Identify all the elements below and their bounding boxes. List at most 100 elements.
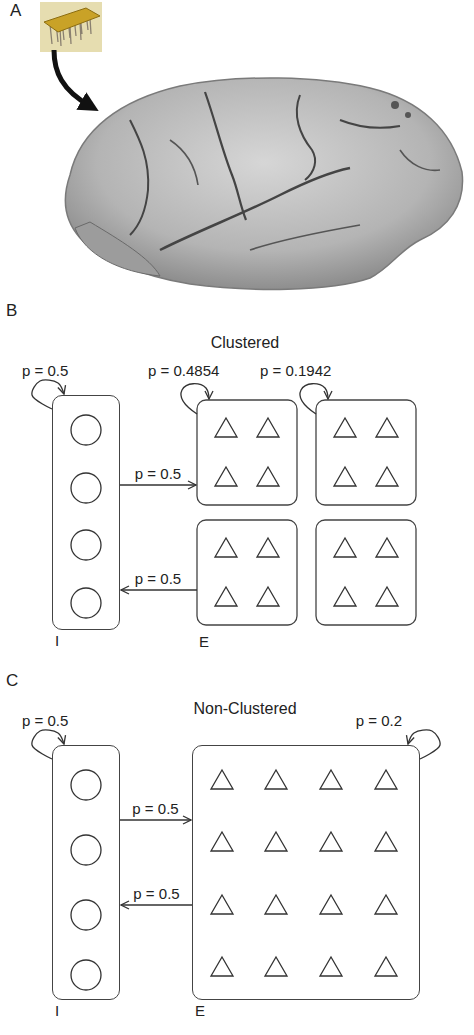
utah-array-photo (40, 2, 102, 52)
projection-arrow (121, 904, 192, 905)
neuron-triangle (211, 770, 233, 789)
probability-label: p = 0.5 (135, 465, 181, 483)
neuron-triangle (215, 538, 237, 557)
probability-label: p = 0.2 (356, 712, 402, 730)
population-label: I (55, 1002, 59, 1020)
brain-sulcus (160, 168, 350, 250)
brain-sulcus (400, 150, 440, 170)
neuron-circle (71, 900, 101, 930)
brain-sulcus (130, 120, 148, 235)
population-label: I (55, 632, 59, 650)
self-loop-arrow (32, 730, 64, 759)
neuron-triangle (211, 832, 233, 851)
neuron-triangle (257, 418, 279, 437)
neuron-triangle (375, 832, 397, 851)
population-label: E (195, 1002, 205, 1020)
probability-label: p = 0.5 (132, 800, 178, 818)
brain-pit (391, 101, 399, 109)
neuron-circle (71, 770, 101, 800)
neuron-triangle (375, 895, 397, 914)
neuron-triangle (265, 832, 287, 851)
neuron-circle (71, 960, 101, 990)
pointer-arrow (54, 50, 90, 106)
brain-sulcus (297, 95, 315, 180)
probability-label: p = 0.1942 (260, 362, 331, 380)
cluster-box (316, 520, 416, 625)
neuron-triangle (211, 957, 233, 976)
cluster-box (197, 520, 297, 625)
neuron-triangle (334, 467, 356, 486)
self-loop-arrow (32, 380, 64, 409)
probability-label: p = 0.5 (22, 712, 68, 730)
probability-label: p = 0.4854 (148, 362, 219, 380)
photo-background (40, 2, 102, 52)
neuron-triangle (257, 587, 279, 606)
brain-sulcus (170, 140, 198, 185)
brain-sulcus (205, 92, 246, 220)
inhibitory-neurons (71, 770, 101, 990)
neuron-circle (71, 473, 101, 503)
neuron-circle (71, 835, 101, 865)
neuron-triangle (265, 957, 287, 976)
projection-arrow (120, 819, 191, 820)
neuron-triangle (334, 418, 356, 437)
neuron-triangle (376, 418, 398, 437)
brain-illustration (65, 78, 462, 289)
self-loop-arrow (181, 384, 209, 414)
neuron-triangle (320, 957, 342, 976)
neuron-triangle (375, 770, 397, 789)
self-loop-arrow (408, 730, 440, 759)
probability-label: p = 0.5 (22, 362, 68, 380)
panel-letter: B (6, 302, 17, 320)
panel-title: Clustered (211, 334, 279, 352)
population-label: E (199, 633, 209, 651)
neuron-triangle (215, 467, 237, 486)
neuron-triangle (211, 895, 233, 914)
neuron-circle (71, 530, 101, 560)
neuron-triangle (376, 467, 398, 486)
neuron-circle (71, 415, 101, 445)
cluster-box (197, 400, 297, 505)
neuron-triangle (257, 467, 279, 486)
probability-label: p = 0.5 (133, 885, 179, 903)
neuron-triangle (265, 770, 287, 789)
cluster-box (316, 400, 416, 505)
projection-arrow (120, 484, 196, 485)
population-box: E (192, 745, 420, 1000)
neuron-triangle (320, 895, 342, 914)
excitatory-neurons (211, 770, 397, 976)
loop-arrow (300, 384, 328, 414)
neuron-triangle (376, 538, 398, 557)
neuron-triangle (257, 538, 279, 557)
neuron-triangle (375, 957, 397, 976)
neuron-triangle (334, 538, 356, 557)
panel-letter: C (6, 672, 18, 690)
projection-arrow (121, 589, 197, 590)
excitatory-clusters (197, 400, 416, 625)
neuron-triangle (334, 587, 356, 606)
neuron-triangle (320, 832, 342, 851)
neuron-triangle (215, 418, 237, 437)
neuron-triangle (265, 895, 287, 914)
brain-sulcus (250, 225, 360, 250)
population-box: I (52, 745, 120, 1000)
cerebellum (75, 222, 160, 276)
brain-pit (405, 112, 411, 118)
panel-title: Non-Clustered (193, 700, 296, 718)
neuron-circle (71, 588, 101, 618)
brain-outline (65, 78, 462, 289)
inhibitory-neurons (71, 415, 101, 618)
neuron-triangle (320, 770, 342, 789)
brain-sulcus (340, 120, 400, 128)
neuron-triangle (215, 587, 237, 606)
population-box: I (52, 395, 120, 630)
neuron-triangle (376, 587, 398, 606)
probability-label: p = 0.5 (135, 570, 181, 588)
array-base (44, 8, 100, 32)
panel-letter: A (10, 2, 21, 20)
